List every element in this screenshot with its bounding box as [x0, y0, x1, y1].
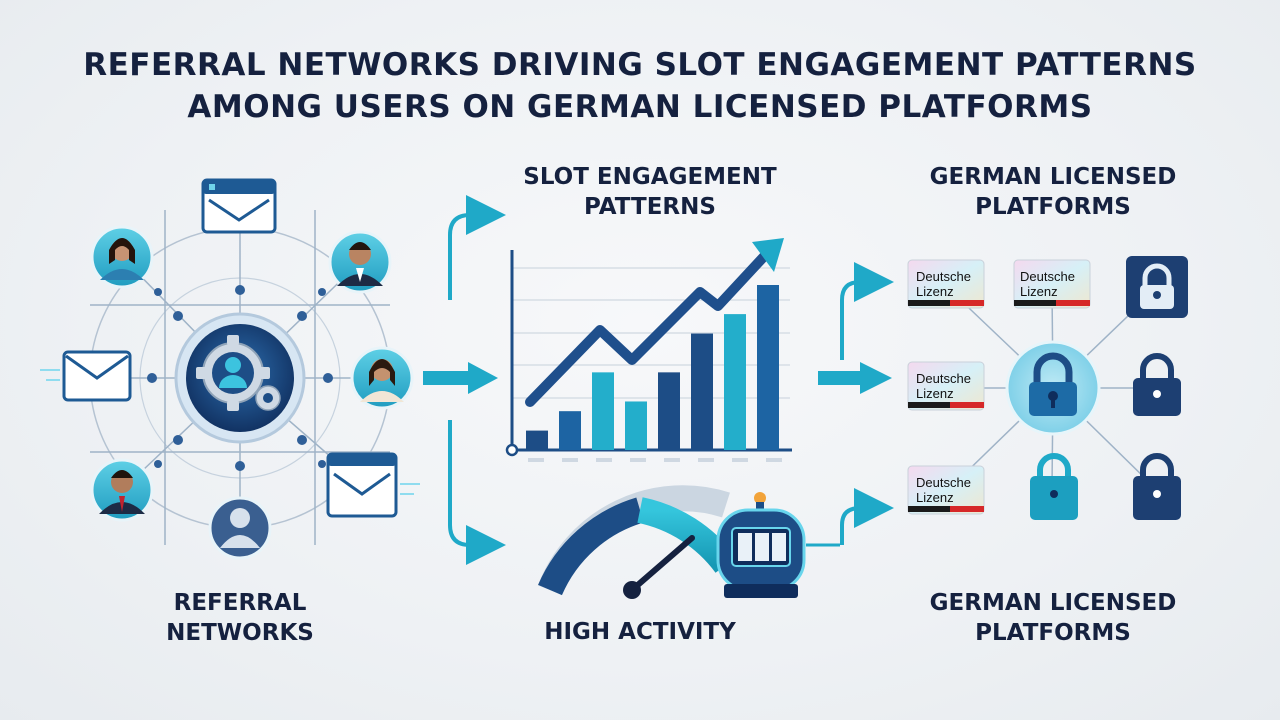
chart-bar: [592, 372, 614, 450]
chart-bar: [691, 333, 713, 450]
license-badge: Deutsche Lizenz: [907, 361, 985, 411]
german-top-line-1: GERMAN LICENSED: [929, 164, 1177, 190]
arrow-icon: [860, 362, 892, 394]
slot-label-line-2: PATTERNS: [584, 194, 716, 220]
network-nodes: [147, 285, 333, 471]
label-german-bottom: GERMAN LICENSED PLATFORMS: [880, 588, 1226, 648]
badge-line-1: Deutsche: [916, 475, 971, 490]
label-german-top: GERMAN LICENSED PLATFORMS: [880, 162, 1226, 222]
badge-line-1: Deutsche: [916, 371, 971, 386]
avatar-woman-right: [350, 346, 414, 410]
german-bottom-line-2: PLATFORMS: [975, 620, 1131, 646]
chart-bar: [757, 285, 779, 450]
envelope-icon: [201, 178, 277, 234]
avatar-man-left: [90, 458, 154, 522]
avatar-woman-left: [90, 225, 154, 289]
speedometer-icon: [537, 485, 737, 599]
arrow-icon: [448, 195, 506, 300]
padlock-icon: [1133, 353, 1181, 416]
arrow-icon: [448, 420, 506, 565]
slot-label-line-1: SLOT ENGAGEMENT: [523, 164, 777, 190]
referral-line-1: REFERRAL: [173, 590, 307, 616]
arrows-left: [423, 195, 506, 565]
padlock-icon: [1133, 453, 1181, 520]
chart-bar: [526, 430, 548, 450]
chart-bar: [658, 372, 680, 450]
badge-line-2: Lizenz: [916, 284, 954, 299]
title-line-2: AMONG USERS ON GERMAN LICENSED PLATFORMS: [187, 89, 1093, 125]
envelope-icon: [40, 350, 132, 402]
chart-bar: [559, 411, 581, 450]
referral-line-2: NETWORKS: [166, 620, 314, 646]
engagement-chart: [505, 238, 792, 462]
badge-line-2: Lizenz: [1020, 284, 1058, 299]
chart-bars: [526, 285, 779, 450]
badge-line-2: Lizenz: [916, 490, 954, 505]
referral-network: [40, 178, 420, 560]
padlock-icon: [1030, 453, 1078, 520]
arrow-icon: [468, 362, 498, 394]
licensed-platforms: Deutsche Lizenz Deutsche Lizenz Deutsche…: [907, 256, 1188, 520]
padlock-icon: [1126, 256, 1188, 318]
page-title: REFERRAL NETWORKS DRIVING SLOT ENGAGEMEN…: [0, 44, 1280, 128]
german-bottom-line-1: GERMAN LICENSED: [929, 590, 1177, 616]
slot-machine-icon: [716, 492, 840, 598]
envelope-icon: [326, 452, 420, 518]
license-badge: Deutsche Lizenz: [1013, 259, 1091, 309]
chart-x-ticks: [528, 458, 782, 462]
label-slot-engagement: SLOT ENGAGEMENT PATTERNS: [470, 162, 830, 222]
trend-arrow-icon: [752, 238, 784, 272]
hub-gear: [174, 312, 306, 444]
title-line-1: REFERRAL NETWORKS DRIVING SLOT ENGAGEMEN…: [83, 47, 1197, 83]
user-icon: [208, 496, 272, 560]
label-high-activity: HIGH ACTIVITY: [480, 617, 800, 647]
arrows-right: [818, 262, 894, 545]
arrow-icon: [840, 488, 894, 545]
badge-line-1: Deutsche: [916, 269, 971, 284]
german-top-line-2: PLATFORMS: [975, 194, 1131, 220]
avatar-man-right: [328, 230, 392, 294]
gauge-needle: [629, 535, 695, 593]
chart-bar: [724, 314, 746, 450]
license-badge: Deutsche Lizenz: [907, 259, 985, 309]
activity-label: HIGH ACTIVITY: [544, 619, 736, 645]
padlock-icon: [1005, 340, 1101, 436]
badge-line-2: Lizenz: [916, 386, 954, 401]
license-badge: Deutsche Lizenz: [907, 465, 985, 515]
label-referral-networks: REFERRAL NETWORKS: [100, 588, 380, 648]
badge-line-1: Deutsche: [1020, 269, 1075, 284]
chart-bar: [625, 401, 647, 450]
hub-user-icon: [219, 357, 247, 388]
trend-line: [525, 245, 775, 407]
arrow-icon: [840, 262, 894, 360]
